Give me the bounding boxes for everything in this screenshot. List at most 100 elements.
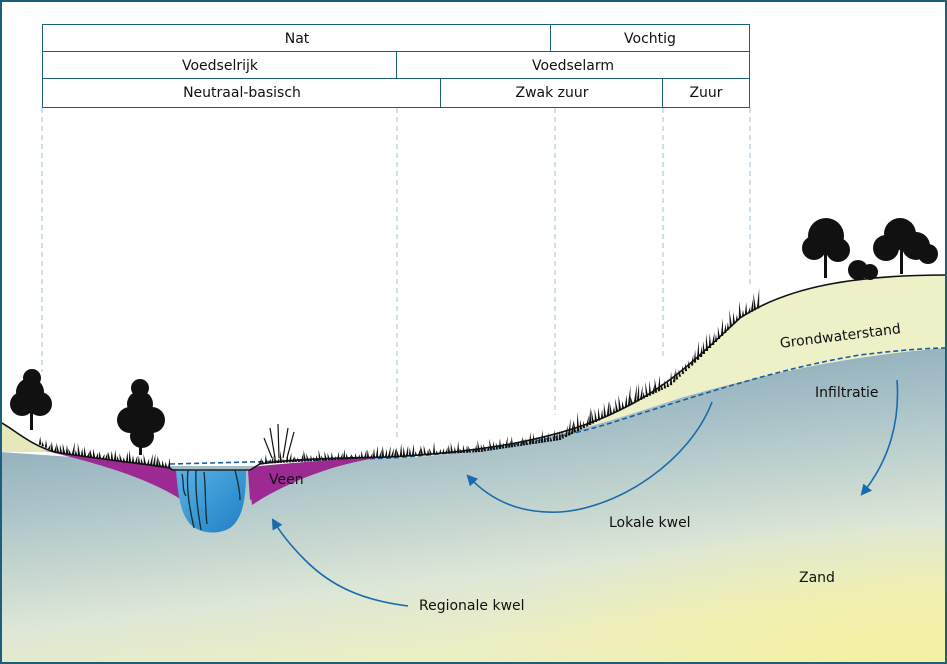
grass-blade: [98, 451, 102, 459]
grass-blade: [107, 451, 111, 460]
grass-blade: [273, 453, 277, 464]
grass-blade: [306, 452, 310, 462]
grass-blade: [95, 452, 99, 458]
grass-blade: [393, 447, 397, 457]
grass-blade: [122, 457, 126, 462]
grass-blade: [372, 447, 376, 458]
grass-blade: [351, 454, 355, 459]
grass-blade: [348, 454, 352, 460]
peat-right-fill: [248, 456, 390, 500]
grass-blade: [489, 438, 493, 451]
grass-blade: [131, 454, 135, 463]
grass-blade: [753, 292, 757, 311]
grass-blade: [564, 425, 568, 437]
label-lokale-kwel: Lokale kwel: [609, 515, 691, 531]
grass-blade: [279, 450, 283, 463]
grass-blade: [645, 381, 649, 398]
grass-blade: [330, 451, 334, 461]
grass-blade: [729, 309, 733, 327]
grass-blade: [534, 437, 538, 444]
grass-blade: [675, 371, 679, 380]
grass-blade: [756, 288, 760, 309]
grass-blade: [134, 455, 138, 464]
grass-blade: [633, 384, 637, 403]
header-zuur: Zuur: [662, 78, 750, 108]
grass-blade: [435, 450, 439, 455]
grass-blade: [708, 332, 712, 348]
grass-blade: [492, 441, 496, 450]
grass-blade: [519, 436, 523, 446]
grass-blade: [77, 442, 81, 456]
grass-blade: [624, 394, 628, 408]
grass-blade: [627, 385, 631, 406]
grass-blade: [723, 323, 727, 333]
grass-blade: [480, 444, 484, 452]
grass-blade: [161, 460, 165, 468]
grass-blade: [417, 447, 421, 456]
grass-blade: [258, 457, 262, 464]
grass-blade: [537, 437, 541, 444]
grass-blade: [267, 458, 271, 464]
header-voedselarm: Voedselarm: [396, 51, 750, 80]
grass-blade: [321, 455, 325, 461]
grass-blade: [525, 438, 529, 445]
pond-plants: [181, 469, 241, 531]
grass-blade: [483, 443, 487, 452]
tree-left-1: [10, 369, 52, 430]
grass-blade: [450, 442, 454, 454]
grass-blade: [125, 451, 129, 463]
grass-blade: [261, 459, 265, 464]
grass-blade: [369, 452, 373, 459]
grass-blade: [366, 449, 370, 459]
label-veen: Veen: [269, 472, 304, 488]
peat-left: [42, 450, 182, 500]
grass-blade: [651, 383, 655, 395]
grass-blade: [300, 452, 304, 462]
grass-blade: [53, 445, 57, 452]
grass-blade: [432, 441, 436, 455]
grass-blade: [164, 461, 168, 468]
grass-blade: [318, 449, 322, 461]
grass-blade: [303, 449, 307, 462]
grass-blade: [423, 444, 427, 456]
grass-blade: [699, 345, 703, 357]
grass-blade: [591, 409, 595, 424]
grass-blade: [498, 438, 502, 449]
grass-blade: [741, 309, 745, 317]
grass-blade: [447, 444, 451, 454]
grass-blade: [555, 431, 559, 441]
grass-blade: [456, 441, 460, 454]
grass-blade: [74, 449, 78, 455]
grass-blade: [600, 409, 604, 419]
pond: [176, 470, 246, 533]
grass-blade: [315, 454, 319, 461]
grass-blade: [672, 368, 676, 383]
reed-bundle: [263, 423, 295, 459]
grass-blade: [59, 444, 63, 453]
grass-blade: [693, 349, 697, 363]
grass-blade: [552, 429, 556, 441]
header-neutraal-basisch: Neutraal-basisch: [42, 78, 442, 108]
tree-right-1: [802, 218, 850, 278]
grass-blade: [276, 457, 280, 464]
grass-blade: [327, 452, 331, 461]
grass-blade: [495, 442, 499, 450]
grass-blade: [89, 448, 93, 458]
trees: [10, 218, 938, 459]
tree-left-2: [117, 379, 165, 455]
grass-blade: [570, 421, 574, 434]
grass-blade: [128, 449, 132, 463]
grass-blade: [720, 318, 724, 336]
grass-blade: [354, 453, 358, 459]
grass-blade: [597, 407, 601, 421]
grass-blade: [375, 445, 379, 458]
grass-blade: [468, 445, 472, 453]
grass-blade: [528, 432, 532, 445]
grass-blade: [588, 406, 592, 425]
grass-blade: [38, 436, 42, 445]
grass-blade: [381, 445, 385, 458]
grass-blade: [333, 455, 337, 460]
flow-arrows: [271, 379, 899, 607]
grass-blade: [68, 448, 72, 455]
grass-blade: [384, 448, 388, 458]
